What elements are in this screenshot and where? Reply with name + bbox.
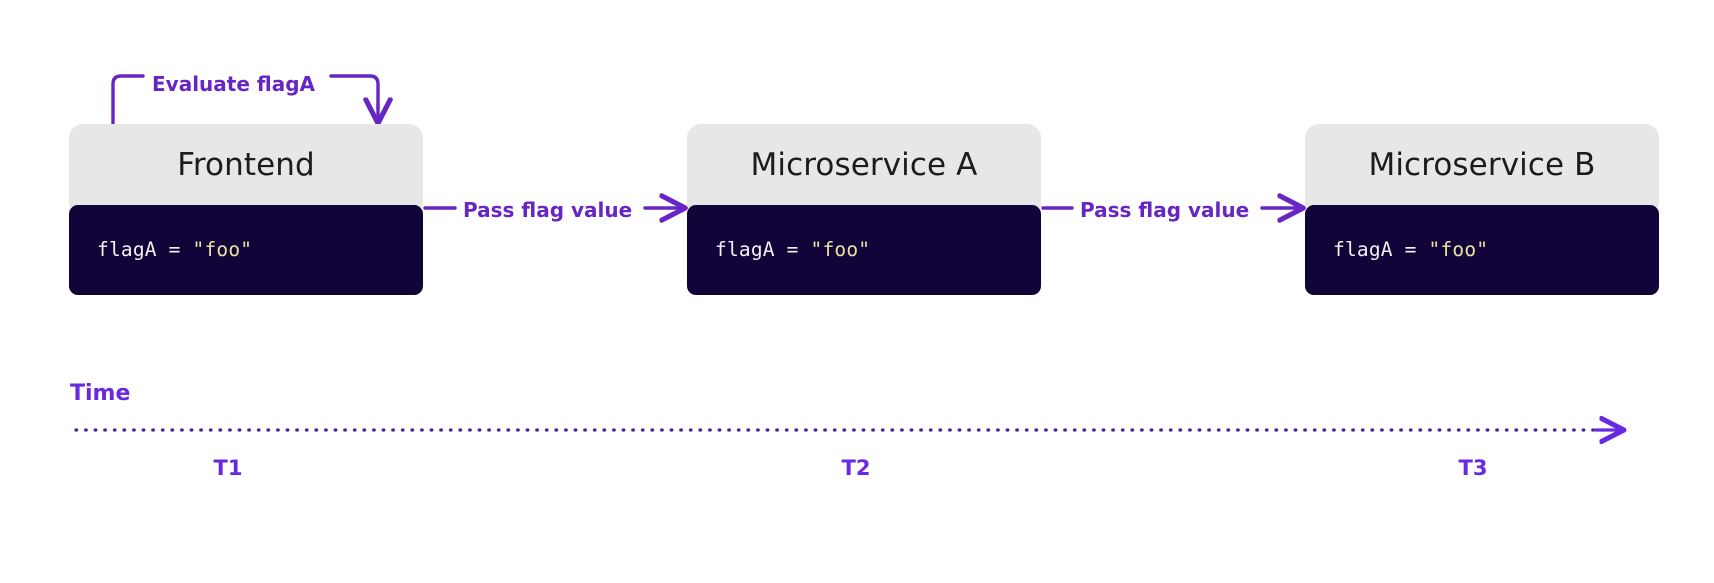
code-operator: = [156, 238, 193, 262]
pass-flag-label-2: Pass flag value [1080, 198, 1250, 222]
pass-flag-label-1: Pass flag value [463, 198, 633, 222]
service-title-microservice-b: Microservice B [1368, 147, 1596, 183]
service-title-microservice-a: Microservice A [750, 147, 978, 183]
timeline-tick-t2: T2 [841, 456, 871, 480]
code-identifier: flagA [715, 238, 775, 262]
service-header-microservice-b: Microservice B [1305, 124, 1659, 207]
service-code-frontend: flagA = "foo" [69, 205, 423, 295]
timeline-tick-t1: T1 [213, 456, 243, 480]
timeline-tick-t3: T3 [1458, 456, 1488, 480]
service-box-microservice-a: Microservice A flagA = "foo" [687, 124, 1041, 295]
timeline-axis-label: Time [70, 381, 131, 406]
code-value: "foo" [810, 238, 871, 262]
code-value: "foo" [1428, 238, 1489, 262]
code-value: "foo" [192, 238, 253, 262]
evaluate-flag-label: Evaluate flagA [152, 72, 315, 96]
code-line-microservice-b: flagA = "foo" [1333, 240, 1488, 260]
service-box-microservice-b: Microservice B flagA = "foo" [1305, 124, 1659, 295]
service-code-microservice-b: flagA = "foo" [1305, 205, 1659, 295]
code-operator: = [1392, 238, 1429, 262]
code-line-frontend: flagA = "foo" [97, 240, 252, 260]
service-box-frontend: Frontend flagA = "foo" [69, 124, 423, 295]
service-header-frontend: Frontend [69, 124, 423, 207]
service-title-frontend: Frontend [177, 147, 315, 183]
code-line-microservice-a: flagA = "foo" [715, 240, 870, 260]
code-identifier: flagA [97, 238, 157, 262]
code-operator: = [774, 238, 811, 262]
service-code-microservice-a: flagA = "foo" [687, 205, 1041, 295]
code-identifier: flagA [1333, 238, 1393, 262]
service-header-microservice-a: Microservice A [687, 124, 1041, 207]
